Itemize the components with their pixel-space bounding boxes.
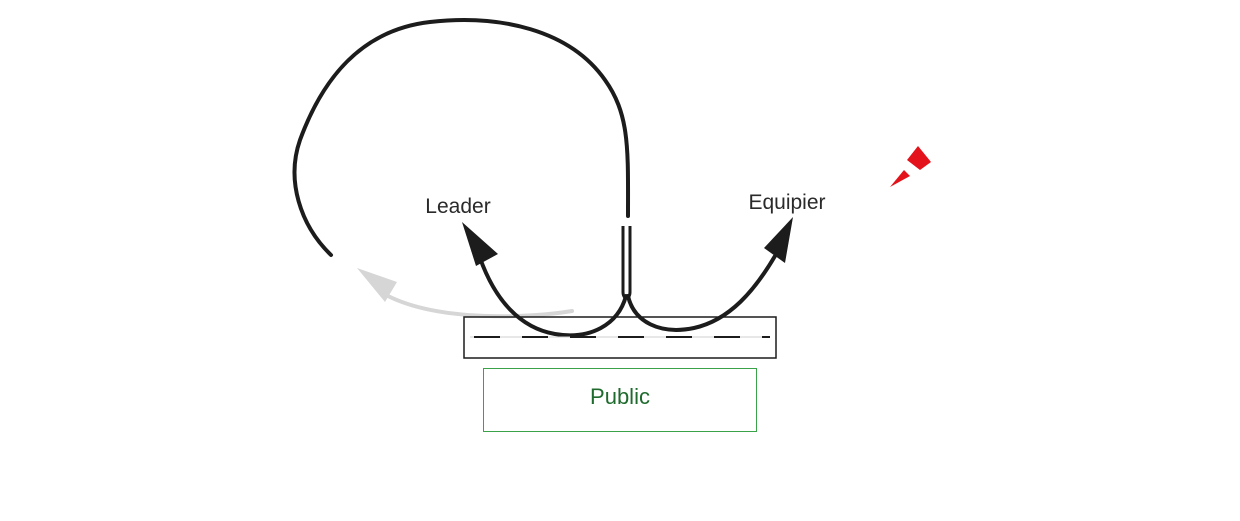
double-line [621, 226, 632, 300]
leader-arrow-head [462, 222, 498, 266]
public-box [483, 368, 757, 432]
equipier-arrow [626, 217, 793, 332]
stage-strip [463, 316, 777, 359]
stage-strip-box [463, 316, 777, 359]
leader-label: Leader [425, 195, 490, 218]
ghost-arrow [357, 268, 574, 319]
equipier-label: Equipier [748, 191, 825, 214]
ghost-arrow-head [357, 268, 397, 302]
equipier-arrow-head [764, 217, 793, 263]
equipier-path [626, 254, 777, 332]
leader-arrow [462, 222, 628, 338]
leader-path [478, 256, 628, 338]
public-label: Public [590, 384, 650, 409]
ghost-arrow-line [386, 294, 574, 319]
public-area: Public [483, 368, 757, 432]
red-marker-icon [890, 146, 931, 187]
outer-loop-path [292, 18, 631, 257]
